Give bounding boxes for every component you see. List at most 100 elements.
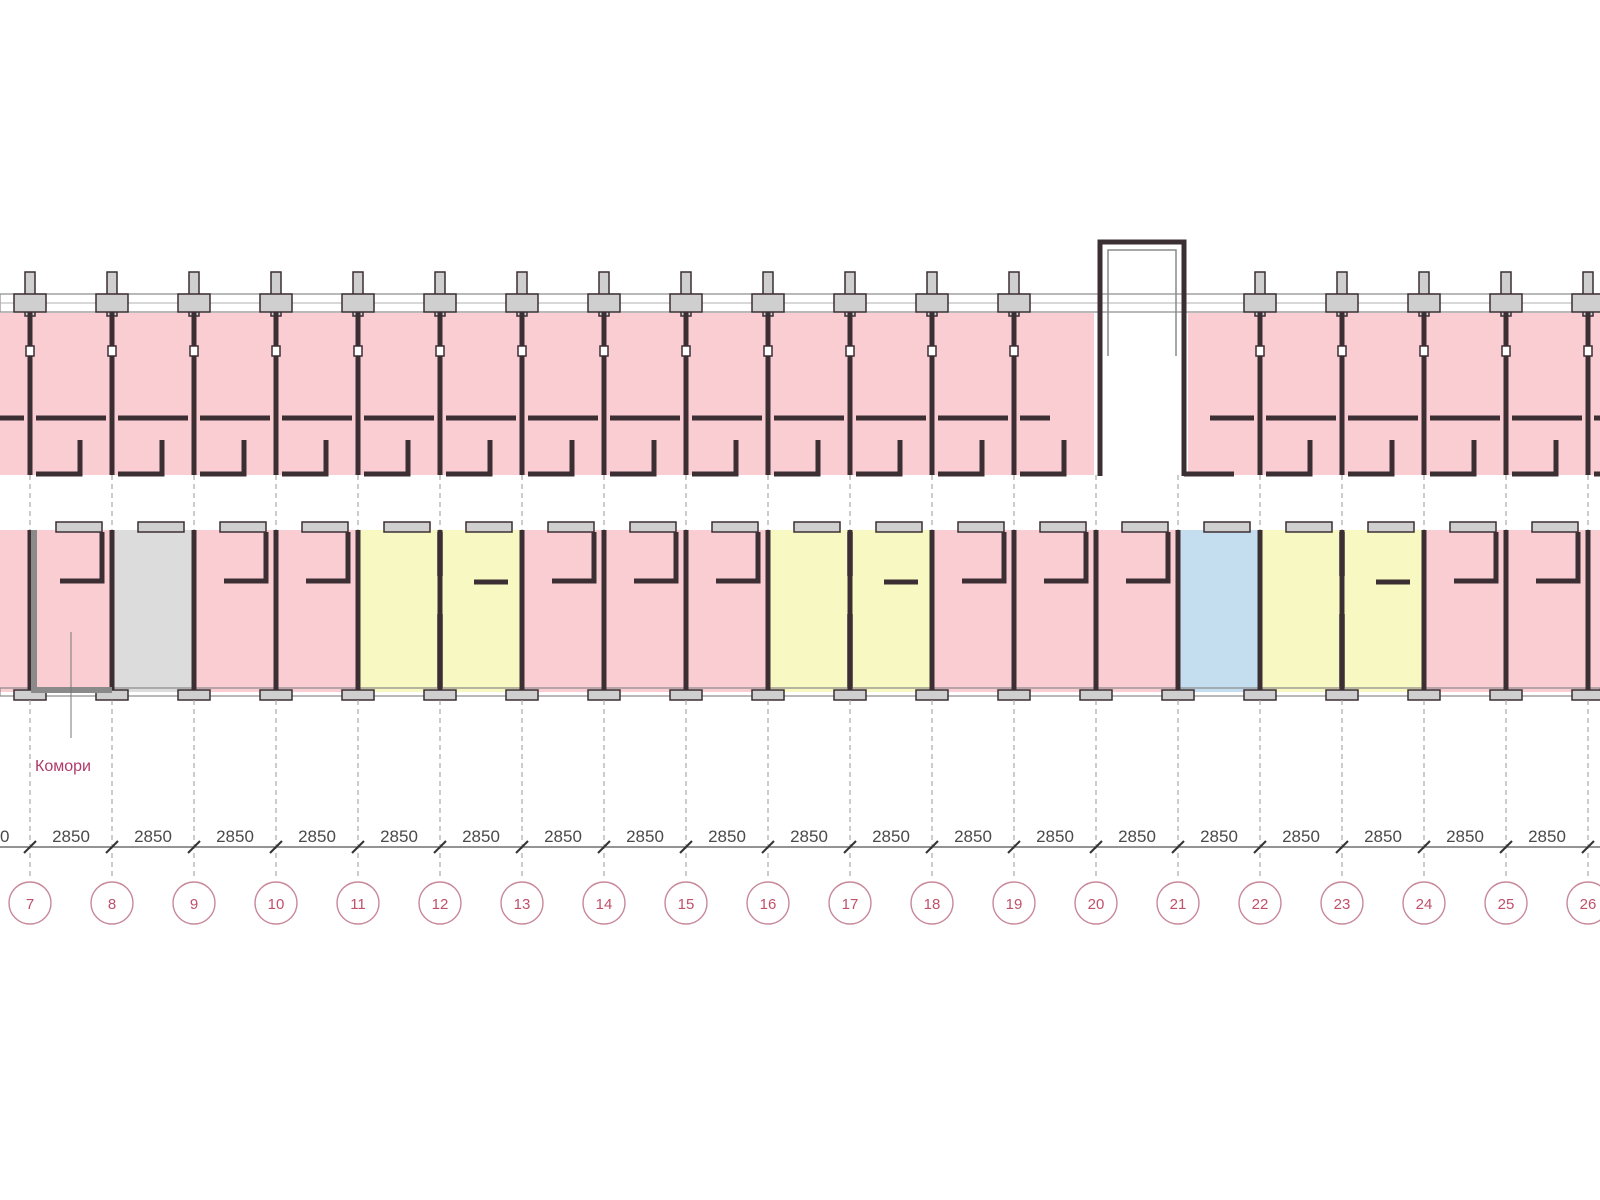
top-bath-wall: [1594, 415, 1600, 477]
dimension-label: 2850: [708, 827, 746, 846]
top-bath-wall: [1348, 415, 1395, 477]
bottom-pier-cap: [1407, 689, 1441, 701]
dimension-label: 2850: [790, 827, 828, 846]
axis-marker-circle: [1566, 881, 1600, 925]
axis-marker-label: 25: [1498, 896, 1515, 913]
top-pier-cap: [669, 293, 703, 313]
top-bath-wall: [692, 415, 739, 477]
dimension-label: 2850: [1446, 827, 1484, 846]
walls: [0, 239, 1600, 701]
top-bath-wall: [446, 415, 493, 477]
room-fills: [0, 313, 1600, 692]
bottom-bay-fill: [932, 530, 1014, 692]
top-door-jamb: [1337, 345, 1347, 357]
bottom-lintel: [301, 521, 349, 533]
top-bath-wall: [1430, 415, 1477, 477]
top-pier-cap: [1489, 293, 1523, 313]
axis-marker-label: 26: [1580, 896, 1597, 913]
top-bath-wall: [118, 415, 165, 477]
bottom-kitchen-wall: [60, 532, 105, 584]
dimension-tick: [1417, 840, 1431, 854]
top-door-jamb: [1009, 345, 1019, 357]
bottom-bay-fill: [1178, 530, 1260, 692]
top-door-jamb: [1255, 345, 1265, 357]
dimension-tick: [433, 840, 447, 854]
axis-marker-circle: [500, 881, 544, 925]
top-bath-wall: [1020, 415, 1067, 477]
axis-marker-label: 22: [1252, 896, 1269, 913]
axis-marker-label: 10: [268, 896, 285, 913]
bottom-bay-fill: [850, 530, 932, 692]
bottom-pier-cap: [1489, 689, 1523, 701]
axis-marker-label: 21: [1170, 896, 1187, 913]
axis-marker-circle: [418, 881, 462, 925]
bottom-lintel: [629, 521, 677, 533]
bottom-pier-cap: [997, 689, 1031, 701]
axis-marker-circle: [336, 881, 380, 925]
top-bath-wall: [856, 415, 903, 477]
dimension-tick: [351, 840, 365, 854]
top-bath-wall: [610, 415, 657, 477]
bottom-lintel: [957, 521, 1005, 533]
top-door-jamb: [599, 345, 609, 357]
callout: Комори: [35, 632, 91, 775]
top-bath-wall: [1512, 415, 1559, 477]
top-door-jamb: [189, 345, 199, 357]
axis-marker-label: 19: [1006, 896, 1023, 913]
bottom-lintel: [219, 521, 267, 533]
bottom-kitchen-wall: [552, 532, 597, 584]
bottom-lintel: [1039, 521, 1087, 533]
top-pier-cap: [13, 293, 47, 313]
axis-marker-circle: [992, 881, 1036, 925]
dimension-tick: [105, 840, 119, 854]
axis-marker-label: 7: [26, 896, 34, 913]
bottom-kitchen-wall: [1044, 532, 1089, 584]
bottom-lintel: [1367, 521, 1415, 533]
dimension-tick: [1499, 840, 1513, 854]
axis-marker-label: 24: [1416, 896, 1433, 913]
dimension-label: 2850: [544, 827, 582, 846]
top-bath-wall: [1266, 415, 1313, 477]
axis-marker-circle: [1484, 881, 1528, 925]
bottom-kitchen-wall: [1454, 532, 1499, 584]
axis-marker-label: 16: [760, 896, 777, 913]
axis-marker-circle: [582, 881, 626, 925]
axis-marker-label: 18: [924, 896, 941, 913]
top-bath-wall: [200, 415, 247, 477]
bottom-bay-fill: [1424, 530, 1506, 692]
callout-text: Комори: [35, 758, 91, 775]
dimension-tick: [761, 840, 775, 854]
bottom-kitchen-wall: [224, 532, 269, 584]
axis-marker-circle: [746, 881, 790, 925]
bottom-pier-cap: [505, 689, 539, 701]
top-door-jamb: [435, 345, 445, 357]
top-pier-cap: [177, 293, 211, 313]
dimension-tick: [1581, 840, 1595, 854]
bottom-lintel: [465, 521, 513, 533]
dimension-label: 2850: [1528, 827, 1566, 846]
bottom-bay-fill: [1260, 530, 1342, 692]
stair-shaft-inner: [1107, 249, 1177, 356]
top-pier-cap: [751, 293, 785, 313]
axis-marker-label: 12: [432, 896, 449, 913]
axis-marker-label: 11: [350, 896, 366, 913]
bottom-pier-cap: [177, 689, 211, 701]
dimension-label: 2850: [1364, 827, 1402, 846]
dimension-label: 2850: [462, 827, 500, 846]
dimension-label: 2850: [954, 827, 992, 846]
top-pier-cap: [1571, 293, 1600, 313]
bottom-lintel: [383, 521, 431, 533]
dimension-tick: [187, 840, 201, 854]
bottom-pier-cap: [587, 689, 621, 701]
bottom-bay-fill: [358, 530, 440, 692]
bottom-lintel: [137, 521, 185, 533]
top-pier-cap: [587, 293, 621, 313]
dimension-label: 2850: [1200, 827, 1238, 846]
bottom-kitchen-wall: [716, 532, 761, 584]
bottom-pier-cap: [1325, 689, 1359, 701]
dimension-label: 2850: [1282, 827, 1320, 846]
bottom-kitchen-wall: [1536, 532, 1581, 584]
